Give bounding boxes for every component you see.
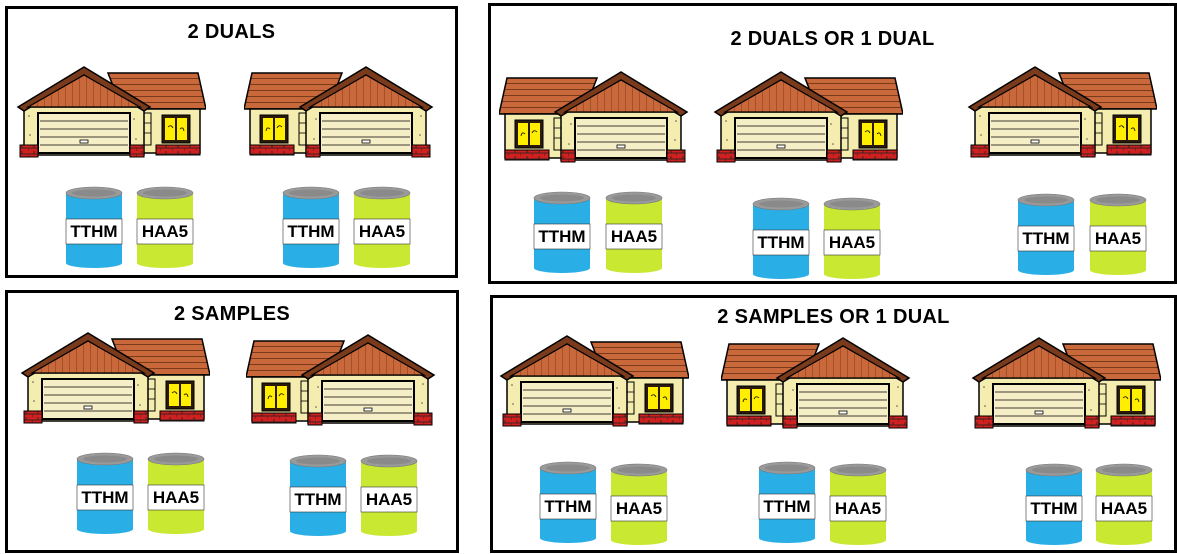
can-label: TTHM bbox=[287, 487, 349, 512]
can-label: TTHM bbox=[750, 230, 812, 255]
can-label: HAA5 bbox=[824, 230, 880, 255]
house-illustration bbox=[499, 66, 689, 166]
can-label: HAA5 bbox=[1090, 226, 1146, 251]
tthm-sample-can: TTHM bbox=[1023, 462, 1085, 546]
can-label: TTHM bbox=[531, 224, 593, 249]
haa5-sample-can: HAA5 bbox=[1087, 192, 1149, 276]
tthm-sample-can: TTHM bbox=[756, 460, 818, 544]
haa5-sample-can: HAA5 bbox=[134, 185, 196, 269]
can-label: TTHM bbox=[756, 494, 818, 519]
tthm-sample-can: TTHM bbox=[750, 196, 812, 280]
house-illustration bbox=[246, 329, 436, 429]
house-illustration bbox=[20, 327, 210, 427]
haa5-sample-can: HAA5 bbox=[827, 462, 889, 546]
panel-2-samples: 2 SAMPLES bbox=[5, 290, 459, 553]
house-illustration bbox=[721, 332, 911, 432]
can-label: HAA5 bbox=[137, 219, 193, 244]
house-illustration bbox=[499, 330, 689, 430]
house-illustration bbox=[244, 61, 434, 161]
can-label: TTHM bbox=[74, 485, 136, 510]
panel-title: 2 DUALS OR 1 DUAL bbox=[491, 28, 1174, 51]
can-label: HAA5 bbox=[354, 219, 410, 244]
haa5-sample-can: HAA5 bbox=[145, 451, 207, 535]
tthm-sample-can: TTHM bbox=[74, 451, 136, 535]
tthm-sample-can: TTHM bbox=[280, 185, 342, 269]
haa5-sample-can: HAA5 bbox=[358, 453, 420, 537]
house-illustration bbox=[713, 66, 903, 166]
haa5-sample-can: HAA5 bbox=[603, 190, 665, 274]
house-illustration bbox=[971, 332, 1161, 432]
haa5-sample-can: HAA5 bbox=[608, 462, 670, 546]
can-label: TTHM bbox=[537, 494, 599, 519]
tthm-sample-can: TTHM bbox=[531, 190, 593, 274]
panel-title: 2 DUALS bbox=[8, 21, 455, 44]
can-label: HAA5 bbox=[830, 496, 886, 521]
tthm-sample-can: TTHM bbox=[537, 460, 599, 544]
panel-title: 2 SAMPLES bbox=[8, 303, 456, 326]
can-label: TTHM bbox=[1023, 496, 1085, 521]
panel-title: 2 SAMPLES OR 1 DUAL bbox=[493, 306, 1174, 329]
haa5-sample-can: HAA5 bbox=[1093, 462, 1155, 546]
can-label: TTHM bbox=[63, 219, 125, 244]
haa5-sample-can: HAA5 bbox=[821, 196, 883, 280]
can-label: HAA5 bbox=[361, 487, 417, 512]
panel-2-samples-or-1-dual: 2 SAMPLES OR 1 DUAL bbox=[490, 295, 1177, 553]
can-label: HAA5 bbox=[148, 485, 204, 510]
panel-2-duals-or-1-dual: 2 DUALS OR 1 DUAL bbox=[488, 3, 1177, 284]
can-label: TTHM bbox=[280, 219, 342, 244]
can-label: HAA5 bbox=[1096, 496, 1152, 521]
tthm-sample-can: TTHM bbox=[1015, 192, 1077, 276]
panel-2-duals: 2 DUALS bbox=[5, 6, 458, 278]
tthm-sample-can: TTHM bbox=[287, 453, 349, 537]
house-illustration bbox=[967, 61, 1157, 161]
house-illustration bbox=[16, 61, 206, 161]
haa5-sample-can: HAA5 bbox=[351, 185, 413, 269]
can-label: HAA5 bbox=[611, 496, 667, 521]
can-label: HAA5 bbox=[606, 224, 662, 249]
can-label: TTHM bbox=[1015, 226, 1077, 251]
tthm-sample-can: TTHM bbox=[63, 185, 125, 269]
